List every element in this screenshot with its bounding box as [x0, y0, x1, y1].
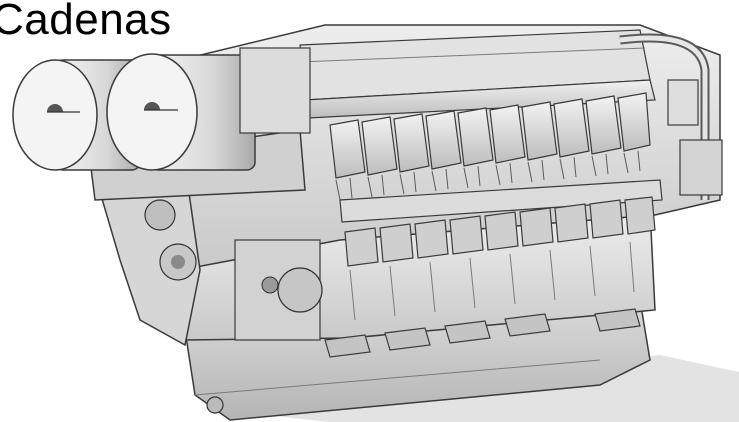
cylinder-heads-lower [344, 196, 656, 267]
caption-text: Cadenas [0, 0, 172, 44]
front-gear-housing [94, 164, 323, 347]
engine-mounts [324, 308, 641, 358]
turbocharger-right [106, 53, 256, 171]
cylinder-heads-upper [329, 92, 651, 201]
